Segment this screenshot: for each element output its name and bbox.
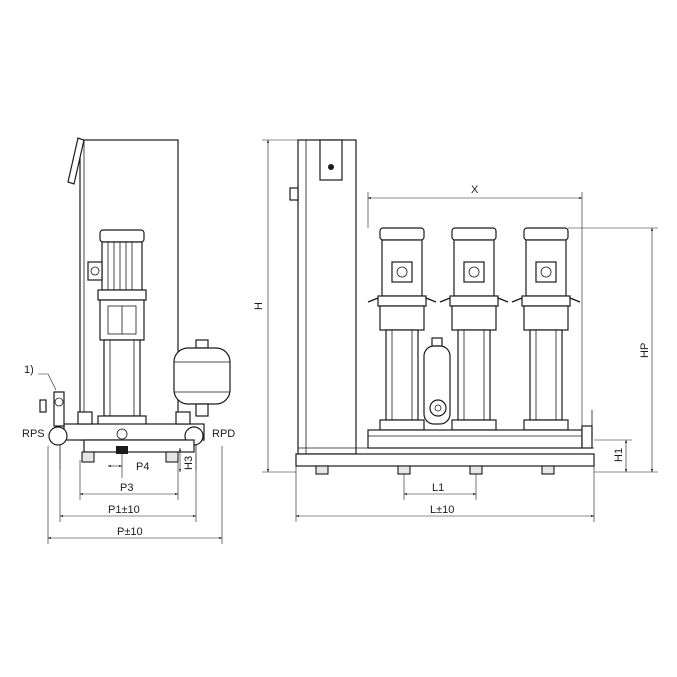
l-label: L±10 [430, 504, 454, 516]
h-label: H [253, 302, 265, 310]
pump-unit-2 [439, 227, 509, 431]
x-label: X [471, 184, 479, 196]
pump-unit-1 [367, 227, 437, 431]
p1-label: P1±10 [108, 504, 140, 516]
front-dimensions [262, 139, 658, 522]
side-motor [87, 229, 147, 301]
pump-unit-3 [511, 227, 581, 431]
p-label: P±10 [117, 526, 143, 538]
side-view: 1) RPS RPD P4 H3 P3 P1±10 P±10 [22, 137, 235, 544]
p3-label: P3 [120, 482, 133, 494]
front-base-frame [295, 447, 595, 475]
h1-label: H1 [613, 448, 625, 462]
l1-label: L1 [432, 482, 444, 494]
callout-leader [38, 373, 57, 391]
front-pressure-vessel [423, 337, 451, 425]
hp-label: HP [639, 343, 651, 358]
front-manifold [367, 410, 593, 449]
rpd-label: RPD [212, 428, 235, 440]
h3-label: H3 [183, 456, 195, 470]
p4-label: P4 [136, 461, 149, 473]
side-pressure-vessel [173, 339, 231, 417]
callout-label: 1) [24, 364, 34, 376]
side-base-frame [59, 439, 197, 470]
front-control-cabinet [289, 139, 357, 455]
rps-label: RPS [22, 428, 45, 440]
side-dimensions [47, 446, 223, 544]
front-view: H X HP H1 L1 L±10 [253, 139, 658, 522]
side-pump-column [97, 299, 147, 427]
